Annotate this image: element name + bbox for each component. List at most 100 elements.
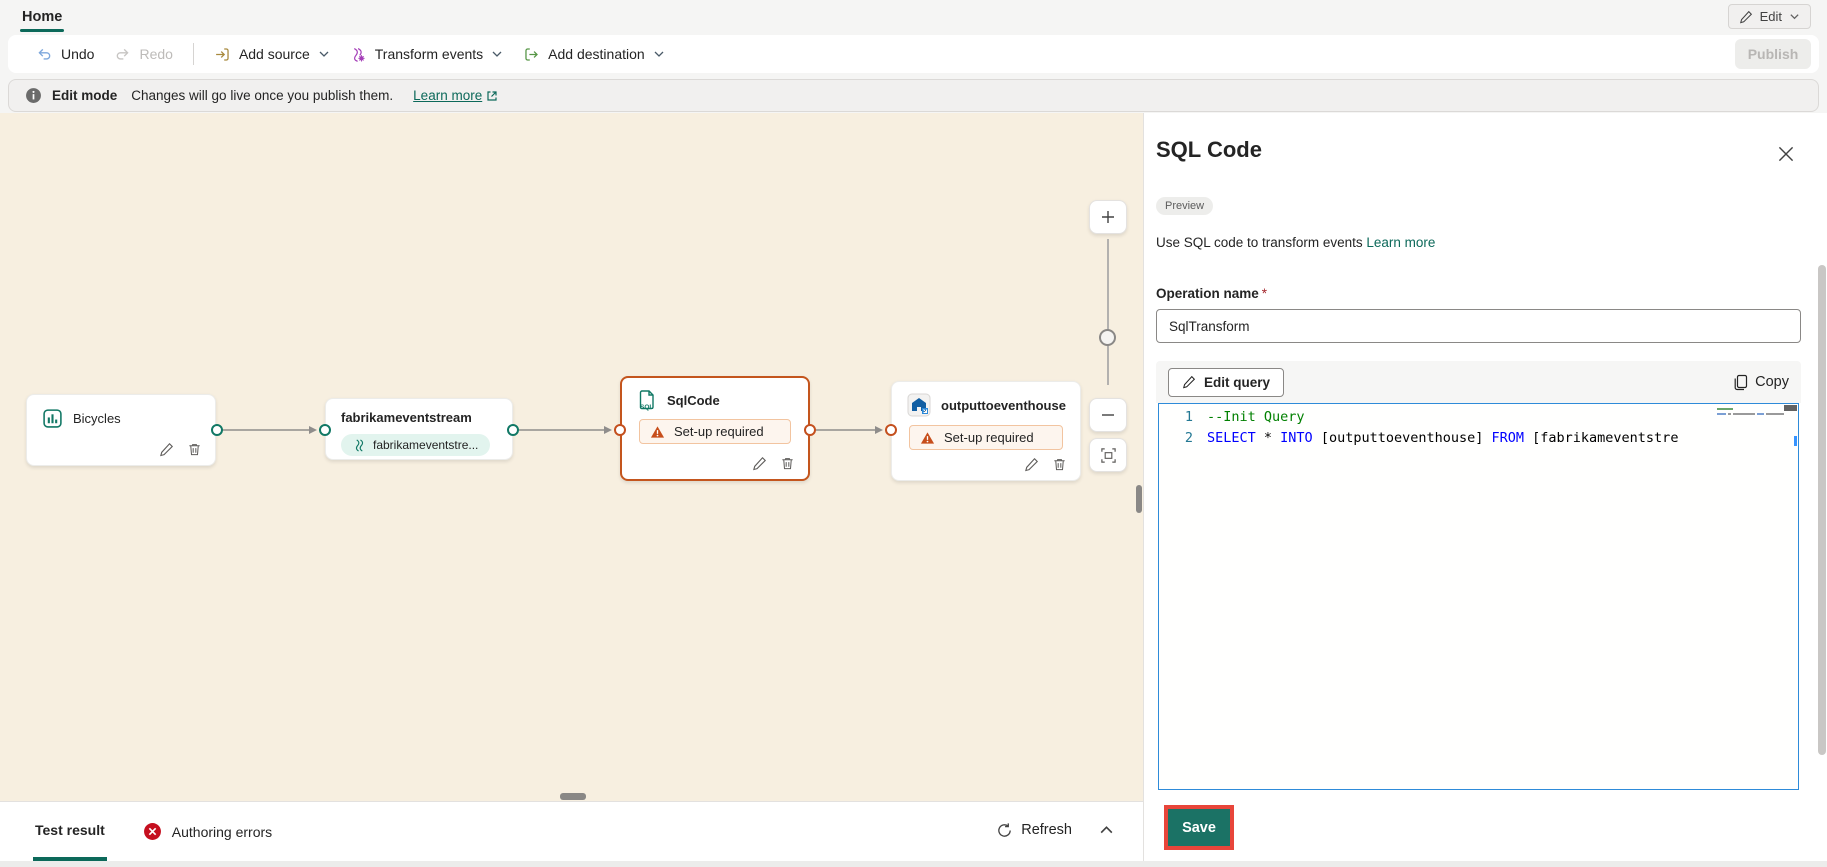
node-title: Bicycles [73,411,121,426]
banner-learn-more-label: Learn more [413,88,483,103]
delete-node-icon[interactable] [780,456,795,471]
close-panel-icon[interactable] [1775,143,1797,165]
tab-authoring-errors[interactable]: Authoring errors [143,802,272,861]
transform-events-label: Transform events [374,46,484,62]
required-asterisk: * [1261,286,1268,301]
line-number: 2 [1184,430,1193,446]
fit-to-screen-button[interactable] [1089,438,1127,472]
info-icon [25,87,42,104]
eventhouse-icon [907,393,931,417]
refresh-icon [996,822,1013,839]
panel-learn-more-link[interactable]: Learn more [1366,235,1436,250]
chevron-down-icon [318,48,330,60]
edit-query-button[interactable]: Edit query [1168,367,1285,397]
save-button[interactable]: Save [1168,809,1230,846]
add-source-icon [214,46,231,63]
undo-button[interactable]: Undo [26,39,104,69]
warning-icon [920,431,935,445]
setup-required-label: Set-up required [674,424,764,439]
refresh-label: Refresh [1021,822,1072,838]
input-port[interactable] [614,424,626,436]
copy-label: Copy [1755,374,1789,390]
edit-node-icon[interactable] [752,456,767,471]
redo-icon [114,46,131,63]
code-line: 1 --Init Query [1159,407,1798,428]
add-destination-button[interactable]: Add destination [513,39,675,69]
tab-home-active-indicator [20,29,64,32]
panel-title: SQL Code [1156,137,1262,162]
edit-node-icon[interactable] [1024,457,1039,472]
edit-mode-menu-button[interactable]: Edit [1727,4,1811,29]
code-keyword: FROM [1491,430,1525,446]
node-title: SqlCode [667,392,720,408]
setup-required-badge: Set-up required [909,425,1063,450]
chevron-down-icon [653,48,665,60]
bottom-panel-bar: Test result Authoring errors Refresh [0,801,1143,861]
panel-scrollbar[interactable] [1818,265,1826,755]
query-toolbar: Edit query Copy [1156,361,1801,403]
refresh-button[interactable]: Refresh [996,822,1072,839]
setup-required-label: Set-up required [944,430,1034,445]
stream-pill[interactable]: fabrikameventstre... [341,434,491,456]
node-fabrikameventstream[interactable]: fabrikameventstream fabrikameventstre... [325,398,513,460]
node-sqlcode[interactable]: SQL SqlCode Set-up required [620,376,810,481]
banner-learn-more-link[interactable]: Learn more [413,88,498,103]
publish-button[interactable]: Publish [1735,39,1811,69]
edge-connectors [222,426,883,434]
preview-badge: Preview [1156,197,1214,215]
eventstream-canvas[interactable]: Bicycles fabrikameventstream fabrikameve… [0,113,1143,801]
add-destination-icon [523,46,540,63]
copy-icon [1733,374,1749,391]
toolbar-separator [192,43,194,65]
zoom-slider-track[interactable] [1107,239,1109,385]
redo-button[interactable]: Redo [104,39,182,69]
redo-label: Redo [139,46,173,62]
canvas-horizontal-scrollbar[interactable] [560,793,586,800]
code-keyword: INTO [1280,430,1313,446]
authoring-errors-label: Authoring errors [171,823,273,840]
node-bicycles[interactable]: Bicycles [26,394,216,466]
code-keyword: SELECT [1207,430,1256,446]
sql-code-editor[interactable]: 1 --Init Query 2 SELECT * INTO [outputto… [1158,403,1799,790]
line-number: 1 [1184,409,1193,425]
add-destination-label: Add destination [548,46,645,62]
canvas-vertical-scrollbar[interactable] [1136,485,1142,513]
transform-events-icon [350,46,367,63]
edit-node-icon[interactable] [159,442,174,457]
eventstream-icon [353,438,366,452]
pencil-icon [1182,375,1196,389]
delete-node-icon[interactable] [1052,457,1067,472]
code-text: [outputtoeventhouse] [1312,430,1492,446]
tab-home-label: Home [22,8,63,25]
tab-test-result[interactable]: Test result [33,802,107,861]
collapse-panel-chevron-up-icon[interactable] [1098,822,1115,839]
zoom-in-button[interactable] [1089,200,1127,234]
delete-node-icon[interactable] [187,442,202,457]
output-port[interactable] [507,424,519,436]
input-port[interactable] [319,424,331,436]
input-port[interactable] [885,424,897,436]
zoom-out-button[interactable] [1089,398,1127,432]
sql-code-icon: SQL [637,389,657,411]
copy-button[interactable]: Copy [1733,374,1789,391]
pencil-icon [1739,10,1753,24]
node-outputtoeventhouse[interactable]: outputtoeventhouse Set-up required [891,381,1081,481]
output-port[interactable] [804,424,816,436]
transform-events-button[interactable]: Transform events [340,39,513,69]
operation-name-input[interactable] [1156,309,1801,343]
banner-message: Changes will go live once you publish th… [131,88,394,103]
panel-description: Use SQL code to transform events Learn m… [1156,235,1435,250]
operation-name-label-text: Operation name [1156,286,1259,301]
editor-scrollbar-thumb[interactable] [1784,405,1797,411]
undo-icon [36,46,53,63]
output-port[interactable] [211,424,223,436]
edit-mode-menu-label: Edit [1759,9,1782,24]
code-text: [fabrikameventstre [1524,430,1679,446]
zoom-slider-handle[interactable] [1099,329,1116,346]
editor-minimap[interactable] [1714,404,1785,789]
tab-home[interactable]: Home [22,0,62,33]
setup-required-badge: Set-up required [639,419,791,444]
chevron-down-icon [1789,11,1800,22]
add-source-button[interactable]: Add source [204,39,340,69]
save-annotation-highlight: Save [1164,805,1234,850]
